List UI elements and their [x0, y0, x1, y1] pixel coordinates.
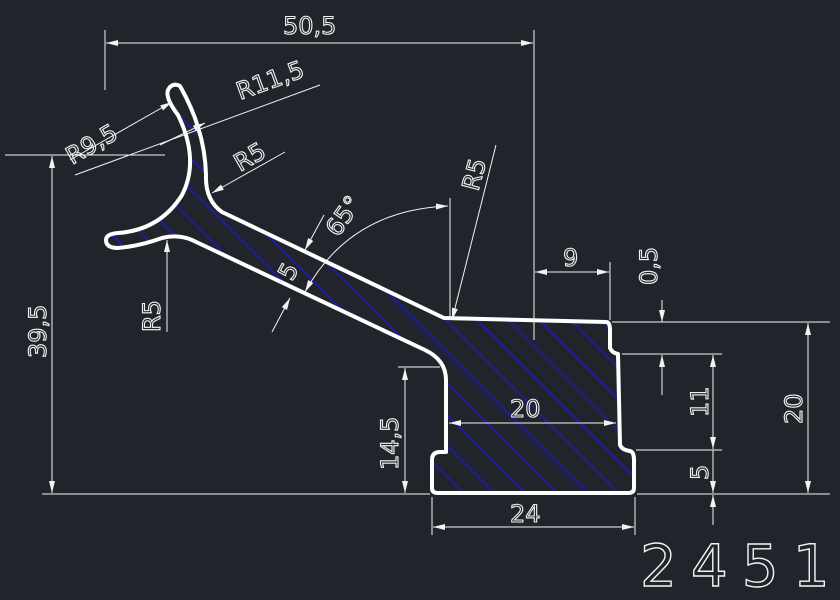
- profile-outline: [104, 82, 636, 495]
- dim-text: R5: [229, 137, 271, 177]
- dim-text: 5: [686, 465, 714, 480]
- dim-text: 11: [686, 386, 714, 417]
- dim-base-width: 24: [431, 497, 636, 535]
- dim-text: 50,5: [283, 12, 336, 40]
- dim-inner-width: 20: [449, 394, 616, 426]
- dim-text: R5: [138, 300, 166, 332]
- dim-text: 20: [780, 393, 808, 424]
- dim-mid-height: 11: [685, 355, 716, 449]
- dim-text: R11,5: [232, 55, 307, 105]
- extension-lines: [612, 321, 830, 495]
- dim-fillet-top: R5: [211, 136, 286, 194]
- dim-text: R5: [457, 155, 492, 193]
- dim-foot-height: 14,5: [375, 366, 440, 493]
- dim-text: 9: [563, 244, 578, 272]
- dim-block-height: 20: [779, 323, 811, 493]
- dim-fillet-bottom: R5: [137, 240, 170, 333]
- dim-fillet-block: R5: [451, 144, 497, 321]
- dim-block-offset: 9: [535, 243, 611, 320]
- dim-step: 0,5: [634, 246, 665, 395]
- dim-text: 0,5: [635, 247, 663, 285]
- dim-foot-step: 5: [685, 450, 716, 525]
- part-number: 2451: [640, 532, 840, 600]
- dim-overall-height: 39,5: [5, 154, 430, 495]
- dim-text: 65°: [320, 191, 367, 242]
- dim-text: 39,5: [24, 305, 52, 358]
- dim-text: R9,5: [61, 119, 122, 171]
- dim-text: 24: [510, 500, 541, 528]
- dim-overall-width: 50,5: [104, 11, 535, 340]
- dim-text: 14,5: [376, 417, 404, 470]
- dim-text: 20: [510, 395, 541, 423]
